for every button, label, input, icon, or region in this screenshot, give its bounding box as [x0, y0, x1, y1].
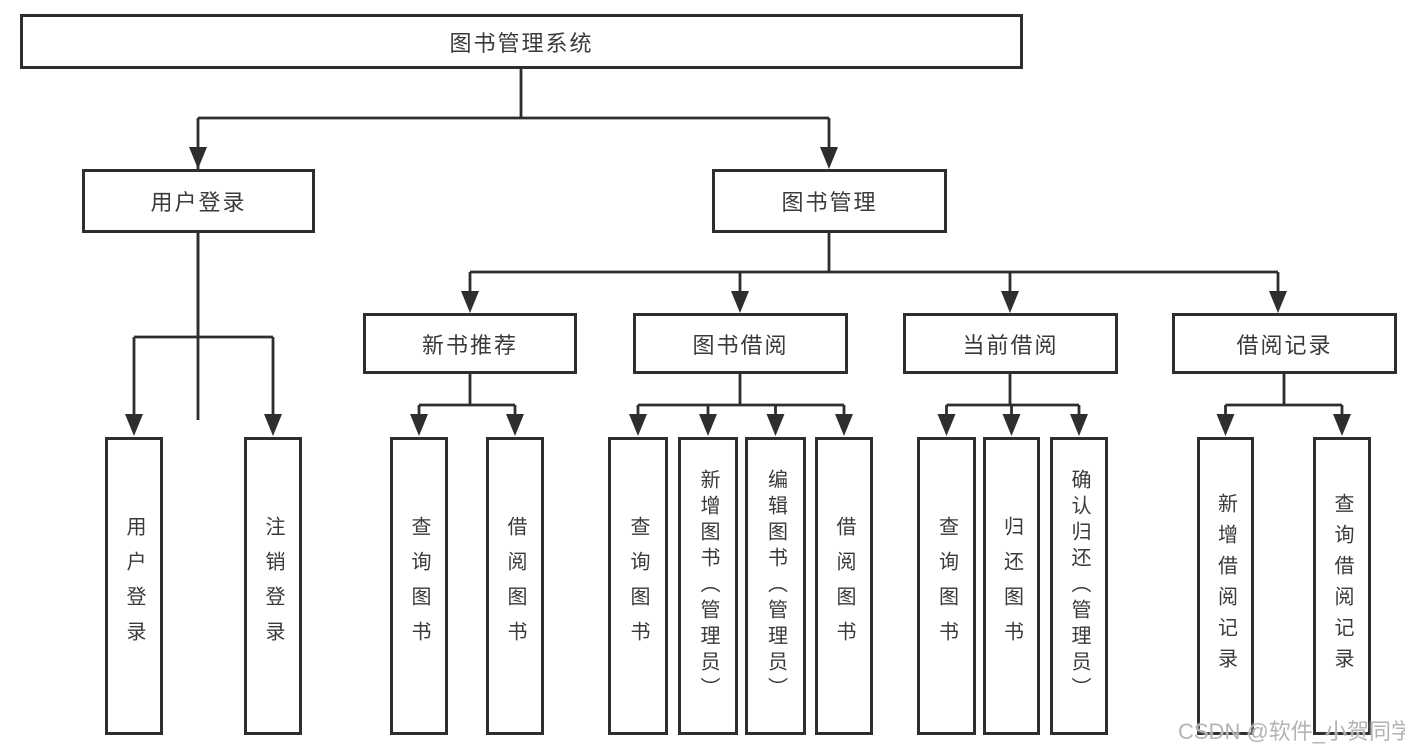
leaf-query-books-recommend: 查询图书 [390, 437, 448, 735]
leaf-return-books: 归还图书 [983, 437, 1040, 735]
leaf-add-book-admin-label: 新增图书（管理员） [697, 469, 719, 703]
connector-current-to-leaves [945, 374, 1081, 420]
leaf-query-books-current-label: 查询图书 [935, 516, 958, 656]
node-borrowing-records: 借阅记录 [1172, 313, 1397, 374]
leaf-query-books-borrowing: 查询图书 [608, 437, 668, 735]
leaf-return-books-label: 归还图书 [1000, 516, 1023, 656]
leaf-logout-label: 注销登录 [262, 516, 284, 656]
leaf-add-borrow-record-label: 新增借阅记录 [1214, 493, 1237, 679]
leaf-confirm-return-admin-label: 确认归还（管理员） [1068, 469, 1090, 703]
node-borrowing-records-label: 借阅记录 [1236, 332, 1333, 358]
node-user-login-label: 用户登录 [150, 190, 247, 215]
leaf-query-borrow-record: 查询借阅记录 [1313, 437, 1371, 735]
leaf-borrow-books-borrowing: 借阅图书 [815, 437, 873, 735]
connector-borrow-to-leaves [636, 374, 846, 420]
leaf-edit-book-admin-label: 编辑图书（管理员） [764, 469, 787, 703]
node-new-book-recommend-label: 新书推荐 [421, 332, 518, 358]
leaf-logout: 注销登录 [244, 437, 302, 735]
leaf-borrow-books-borrowing-label: 借阅图书 [833, 516, 855, 656]
node-root: 图书管理系统 [20, 14, 1023, 69]
watermark: CSDN @软件_小贺同学 [1178, 719, 1405, 744]
leaf-query-books-borrowing-label: 查询图书 [627, 516, 649, 656]
leaf-user-login-label: 用户登录 [123, 516, 145, 656]
leaf-edit-book-admin: 编辑图书（管理员） [745, 437, 806, 735]
leaf-borrow-books-recommend: 借阅图书 [486, 437, 544, 735]
connector-root-to-level2 [196, 69, 831, 420]
leaf-borrow-books-recommend-label: 借阅图书 [504, 516, 526, 656]
leaf-query-books-current: 查询图书 [917, 437, 976, 735]
leaf-confirm-return-admin: 确认归还（管理员） [1050, 437, 1108, 735]
connector-rec-to-leaves [417, 374, 517, 420]
node-root-label: 图书管理系统 [449, 30, 594, 56]
arrowheads [125, 147, 1351, 436]
node-book-borrowing: 图书借阅 [633, 313, 848, 374]
node-book-management: 图书管理 [712, 169, 947, 233]
connector-mgmt-to-level3 [468, 233, 1280, 296]
leaf-add-book-admin: 新增图书（管理员） [678, 437, 738, 735]
node-current-borrowing-label: 当前借阅 [962, 332, 1059, 358]
leaf-query-borrow-record-label: 查询借阅记录 [1331, 493, 1353, 679]
leaf-query-books-recommend-label: 查询图书 [408, 516, 430, 656]
leaf-user-login: 用户登录 [105, 437, 163, 735]
leaf-add-borrow-record: 新增借阅记录 [1197, 437, 1254, 735]
node-book-management-label: 图书管理 [781, 190, 878, 215]
node-new-book-recommend: 新书推荐 [363, 313, 577, 374]
node-current-borrowing: 当前借阅 [903, 313, 1118, 374]
connector-login-to-leaves [132, 233, 275, 420]
node-user-login: 用户登录 [82, 169, 315, 233]
connector-history-to-leaves [1224, 374, 1344, 420]
node-book-borrowing-label: 图书借阅 [692, 332, 789, 358]
